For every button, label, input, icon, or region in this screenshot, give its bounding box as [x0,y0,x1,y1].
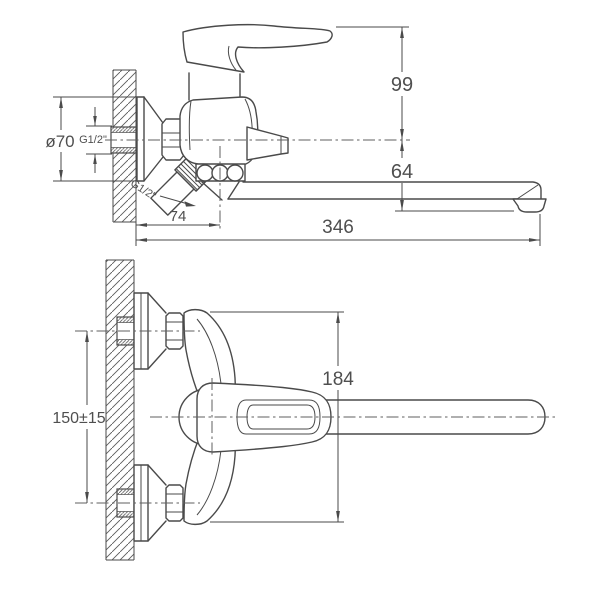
dim-escutcheon-diameter: ø70 [45,96,143,182]
wall-section-side [110,69,137,223]
dim-label-inlet-spacing: 150±15 [52,410,105,427]
side-view: ø70 G1/2" G1/2" 99 64 [45,23,547,246]
dim-inlet-spacing: 150±15 [52,331,106,503]
dim-label-spout-drop: 64 [391,161,413,183]
dim-overall-height: 184 [210,311,354,523]
wall-section-front [105,259,135,561]
dim-label-handle-height: 99 [391,74,413,96]
spout-tube-side [227,181,547,213]
dim-spout-reach: 346 [135,214,541,246]
lever-handle-side [182,23,333,73]
dim-handle-height: 99 [336,26,413,140]
front-view: 150±15 184 [52,259,556,561]
dim-label-overall-height: 184 [322,369,354,390]
aerator [512,198,547,213]
dim-label-inlet-thread: G1/2" [79,134,107,146]
cartridge-side [188,72,241,101]
dim-wall-to-spout-axis: 74 [136,208,220,227]
dim-label-spout-reach: 346 [322,217,354,238]
valve-body-side [179,96,259,166]
dim-label-wall-to-spout-axis: 74 [170,208,187,225]
dim-inlet-thread: G1/2" [79,107,112,173]
diverter-cone [246,126,289,161]
dim-label-escutcheon-diameter: ø70 [45,132,74,151]
dim-spout-drop: 64 [391,140,514,212]
